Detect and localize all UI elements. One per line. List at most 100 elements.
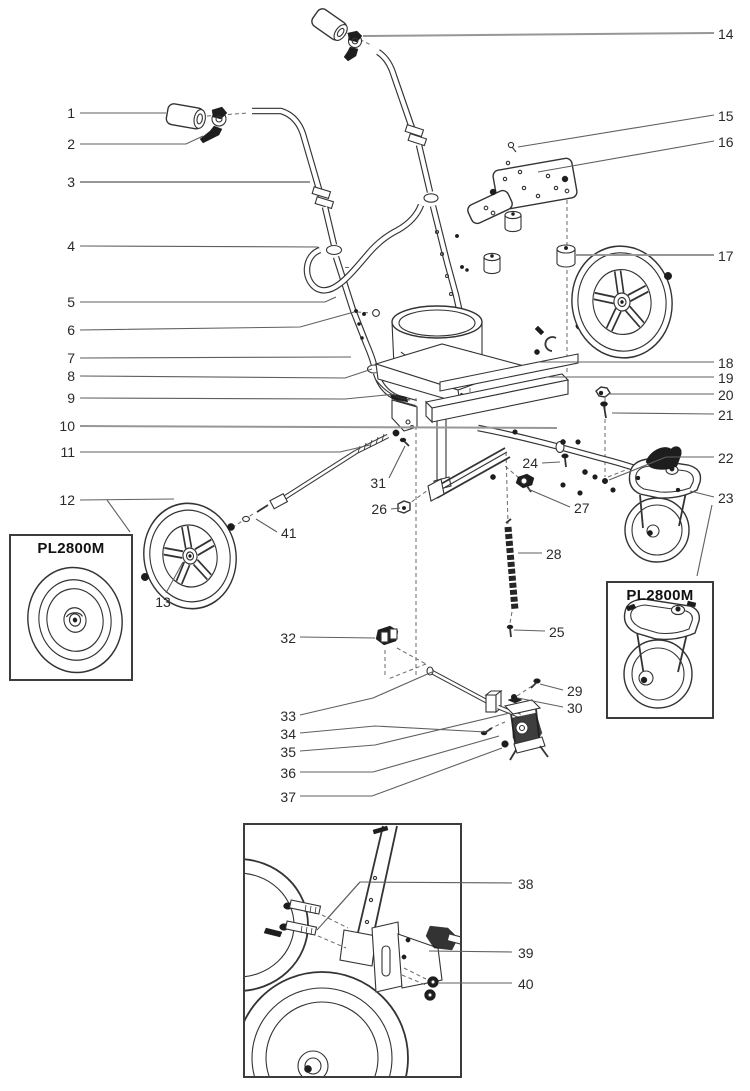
leader-line-5 bbox=[80, 296, 337, 303]
callout-29: 29 bbox=[567, 683, 583, 699]
leader-line-32 bbox=[299, 636, 376, 639]
rod-coupler bbox=[269, 492, 289, 510]
callout-41: 41 bbox=[281, 525, 297, 541]
leader-line-11 bbox=[80, 444, 371, 453]
plate-screw-15 bbox=[507, 141, 517, 153]
callout-33: 33 bbox=[280, 708, 296, 724]
bolt-29 bbox=[530, 678, 541, 689]
callout-16: 16 bbox=[718, 134, 734, 150]
callout-30: 30 bbox=[567, 700, 583, 716]
caster-housing bbox=[628, 458, 702, 499]
leader-line-39 bbox=[428, 950, 513, 953]
leader-line-4 bbox=[79, 245, 319, 248]
callout-13: 13 bbox=[155, 594, 171, 610]
clamp-27 bbox=[515, 473, 535, 493]
leader-line-24 bbox=[541, 461, 561, 464]
callout-36: 36 bbox=[280, 765, 296, 781]
callout-31: 31 bbox=[370, 475, 386, 491]
left-grip-clamp bbox=[199, 106, 228, 144]
leader-line-23 bbox=[696, 504, 713, 577]
nut-26 bbox=[397, 500, 411, 514]
callout-3: 3 bbox=[67, 174, 75, 190]
leader-line-7 bbox=[79, 356, 352, 359]
frame-left-bracket bbox=[391, 399, 418, 432]
leader-line-12 bbox=[106, 499, 131, 533]
rubber-spacer bbox=[556, 244, 576, 268]
inset-label-left-wheel: PL2800M bbox=[37, 540, 105, 557]
callout-layer: 1234567891011121341141516171819202122232… bbox=[59, 26, 733, 992]
callout-25: 25 bbox=[549, 624, 565, 640]
frame-box-tube bbox=[424, 373, 570, 424]
leader-line-38 bbox=[359, 881, 513, 884]
callout-17: 17 bbox=[718, 248, 734, 264]
rod-washer bbox=[392, 429, 400, 437]
frame-front-rail bbox=[427, 447, 511, 502]
callout-26: 26 bbox=[371, 501, 387, 517]
leader-line-21 bbox=[611, 412, 715, 415]
leader-line-31 bbox=[388, 445, 406, 479]
leader-line-13 bbox=[165, 561, 184, 594]
callout-27: 27 bbox=[574, 500, 590, 516]
callout-18: 18 bbox=[718, 355, 734, 371]
plate-bolt bbox=[561, 175, 569, 183]
inset-label-caster: PL2800M bbox=[626, 587, 694, 604]
detail-caster-bracket-39 bbox=[371, 921, 460, 993]
callout-8: 8 bbox=[67, 368, 75, 384]
callout-6: 6 bbox=[67, 322, 75, 338]
callout-12: 12 bbox=[59, 492, 75, 508]
mounting-plate bbox=[467, 157, 578, 225]
handle-screw bbox=[354, 309, 359, 314]
leader-line-10 bbox=[79, 425, 558, 429]
rear-wheel-left bbox=[143, 502, 237, 610]
detail-inset-drawing bbox=[245, 825, 460, 1076]
leader-line-36 bbox=[300, 735, 500, 773]
callout-22: 22 bbox=[718, 450, 734, 466]
cable-clamp-32 bbox=[375, 625, 399, 646]
leader-line-16 bbox=[537, 140, 715, 173]
callout-37: 37 bbox=[280, 789, 296, 805]
tube-collar bbox=[325, 244, 343, 256]
callout-24: 24 bbox=[522, 455, 538, 471]
axle-washer bbox=[227, 523, 235, 531]
leader-line-38 bbox=[316, 881, 361, 931]
callout-19: 19 bbox=[718, 370, 734, 386]
right-grip-clamp bbox=[343, 30, 363, 62]
steering-linkage bbox=[375, 625, 549, 761]
leader-line-9 bbox=[79, 393, 397, 400]
right-grip bbox=[311, 8, 348, 41]
bolt-24 bbox=[561, 453, 569, 468]
leader-line-30 bbox=[517, 697, 564, 708]
callout-23: 23 bbox=[718, 490, 734, 506]
bolt-21 bbox=[600, 401, 608, 419]
leader-line-27 bbox=[527, 488, 571, 508]
c-clip bbox=[544, 336, 557, 352]
rubber-spacer bbox=[483, 252, 501, 275]
rear-wheel-right bbox=[571, 245, 673, 359]
leader-line-12 bbox=[79, 498, 175, 501]
callout-21: 21 bbox=[718, 407, 734, 423]
frame-assembly bbox=[374, 322, 652, 502]
callout-14: 14 bbox=[718, 26, 734, 42]
left-grip bbox=[165, 103, 206, 130]
plate-bolt bbox=[489, 188, 497, 196]
leader-line-6 bbox=[79, 311, 355, 331]
leader-line-25 bbox=[513, 629, 546, 632]
detail-front-tire bbox=[245, 971, 409, 1076]
leader-line-15 bbox=[517, 114, 715, 148]
leader-line-41 bbox=[255, 518, 278, 533]
leader-line-29 bbox=[539, 683, 564, 691]
callout-7: 7 bbox=[67, 350, 75, 366]
detail-lock-nuts-40 bbox=[403, 967, 439, 1001]
callout-9: 9 bbox=[67, 390, 75, 406]
callout-20: 20 bbox=[718, 387, 734, 403]
axle-rod bbox=[256, 429, 410, 513]
callout-5: 5 bbox=[67, 294, 75, 310]
leader-line-2 bbox=[80, 135, 204, 145]
caster-bolt bbox=[602, 478, 609, 485]
inset-caster-drawing bbox=[623, 598, 700, 709]
callout-2: 2 bbox=[67, 136, 75, 152]
leader-line-33 bbox=[299, 671, 433, 716]
wheel-hub-cap bbox=[140, 573, 149, 582]
